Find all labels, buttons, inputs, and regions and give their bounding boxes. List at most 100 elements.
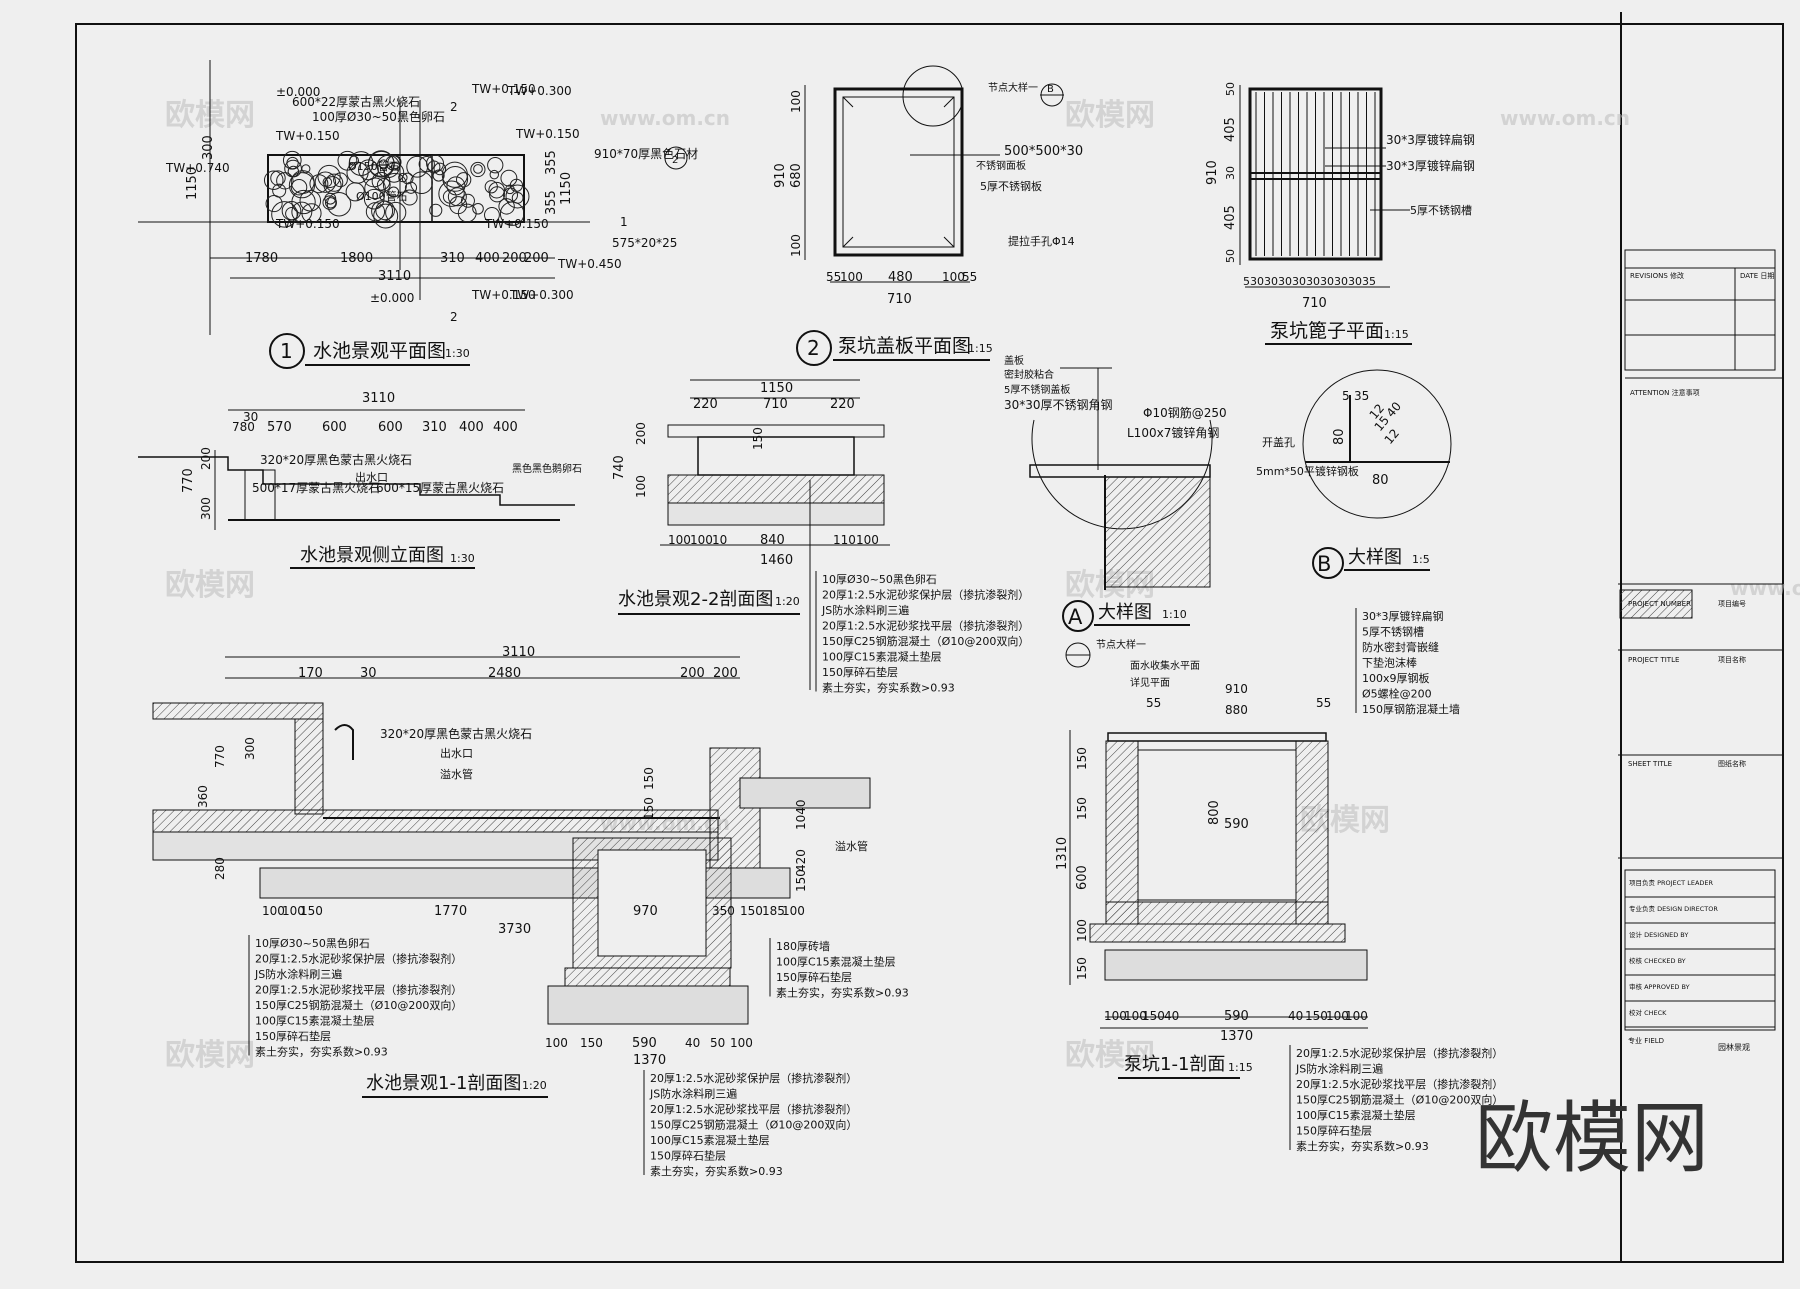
sec11-dim: 100 <box>782 904 805 918</box>
view-scale: 1:15 <box>1228 1061 1253 1074</box>
tb-label: 审核 APPROVED BY <box>1629 982 1690 991</box>
layer-label: 20厚1:2.5水泥砂浆保护层（掺抗渗裂剂） <box>650 1071 857 1085</box>
pebble <box>487 157 504 174</box>
pit-dim: 100 <box>1075 919 1089 942</box>
view-scale: 1:10 <box>1162 608 1187 621</box>
view-number: 2 <box>807 336 820 360</box>
layer-label: 150厚C25钢筋混凝土（Ø10@200双向） <box>650 1118 857 1132</box>
pebble <box>456 172 472 188</box>
pebble <box>382 172 407 197</box>
pit-dim: 150 <box>1305 1009 1328 1023</box>
sec11-label: 溢水管 <box>835 839 868 853</box>
cover-label: 不锈钢面板 <box>976 159 1026 172</box>
pebble <box>364 177 386 200</box>
cover-dim: 55 <box>962 270 977 284</box>
pit-dim: 590 <box>1224 817 1249 832</box>
sec11-label: 出水口 <box>440 746 473 760</box>
pebble <box>326 192 352 217</box>
sec11-dim: 100 <box>545 1036 568 1050</box>
sec22-dim: 100 <box>856 533 879 547</box>
pit-dim: 880 <box>1225 703 1248 717</box>
pebble <box>333 172 348 188</box>
pit-dim: 100 <box>1345 1009 1368 1023</box>
sec11-dim: 350 <box>712 904 735 918</box>
layer-label: Ø5螺栓@200 <box>1362 687 1432 701</box>
plan-dim: 355 <box>544 150 559 175</box>
plan-elev-label: TW+0.150 <box>471 82 536 96</box>
plan-dim: 200 <box>524 251 549 266</box>
brand-watermark: 欧模网 <box>1475 1094 1709 1184</box>
view-number-circle <box>1312 547 1344 579</box>
pebble <box>401 172 414 185</box>
view-title: 水池景观侧立面图 <box>300 545 444 566</box>
sec22-dim: 10 <box>712 533 727 547</box>
pit-dim: 590 <box>1224 1009 1249 1024</box>
cover-dim: 100 <box>789 90 803 113</box>
layer-label: 150厚碎石垫层 <box>255 1029 331 1043</box>
side-label: 500*17厚蒙古黑火烧石 <box>252 480 380 495</box>
detail-dim: 5 <box>1342 389 1350 403</box>
pebble <box>433 162 447 176</box>
pebble <box>388 186 400 198</box>
detail-a: 盖板 密封胶粘合 5厚不锈钢盖板 30*30厚不锈钢角钢 Φ10钢筋@250 L… <box>1004 354 1227 590</box>
sec11-dim: 280 <box>213 857 227 880</box>
layer-label: 防水密封膏嵌缝 <box>1362 640 1439 654</box>
layer-label: 下垫泡沫棒 <box>1362 656 1417 670</box>
sec22-dim: 100 <box>690 533 713 547</box>
pebble <box>371 200 394 223</box>
pebble <box>488 181 505 199</box>
plan-view: ±0.000 600*22厚蒙古黑火烧石 100厚Ø30~50黑色卵石 TW+0… <box>138 60 698 335</box>
side-label: 黑色黑色鹅卵石 <box>512 462 582 475</box>
view-scale: 1:30 <box>445 347 470 360</box>
tb-value: 项目编号 <box>1718 599 1746 608</box>
pit-dim: 40 <box>1164 1009 1179 1023</box>
tb-label: SHEET TITLE <box>1628 760 1672 768</box>
sec11-dim: 150 <box>300 904 323 918</box>
layer-label: 20厚1:2.5水泥砂浆保护层（掺抗渗裂剂） <box>1296 1046 1503 1060</box>
plan-label: 910*70厚黑色石材 <box>594 147 698 161</box>
sec11-dim-total: 3730 <box>498 922 531 937</box>
sec22-dim: 150 <box>751 427 765 450</box>
tb-label: 项目负责 PROJECT LEADER <box>1629 878 1714 887</box>
pebble <box>398 172 408 183</box>
pit-dim: 1310 <box>1055 837 1070 870</box>
pebble <box>348 151 374 176</box>
pebble <box>447 187 467 207</box>
plan-label: 575*20*25 <box>612 236 677 250</box>
section-2-2: 1150 220 710 220 100 100 10 840 110 100 … <box>612 379 1029 695</box>
cover-dim: 480 <box>888 270 913 285</box>
sec11-dim: 100 <box>282 904 305 918</box>
pump-pit-section: 910 880 55 55 590 800 150 600 150 1310 1… <box>1055 608 1503 1153</box>
sec22-dim: 710 <box>763 397 788 412</box>
pebble <box>442 166 469 192</box>
pebble <box>376 178 391 192</box>
plan-elev-label: TW+0.150 <box>484 217 549 231</box>
sec11-dim: 170 <box>298 666 323 681</box>
grate-dim: 5303030303030303035 <box>1243 275 1376 288</box>
side-dim: 780 <box>232 420 255 434</box>
pebble <box>473 164 483 174</box>
layer-label: 100厚C15素混凝土垫层 <box>255 1014 375 1028</box>
sec22-dim: 220 <box>830 397 855 412</box>
plan-elev-label: ±0.000 <box>370 291 414 305</box>
plan-elev-label: TW+0.150 <box>275 129 340 143</box>
view-scale: 1:20 <box>775 595 800 608</box>
pebble <box>288 172 316 199</box>
tb-value: 图纸名称 <box>1718 759 1746 768</box>
pebble <box>265 195 283 213</box>
pit-dim: 100 <box>1326 1009 1349 1023</box>
pit-dim: 150 <box>1075 797 1089 820</box>
watermark-url: www.om.cn <box>1500 106 1630 130</box>
plan-dim: 400 <box>475 251 500 266</box>
detail-dim: 80 <box>1332 428 1347 445</box>
side-dim-total: 3110 <box>362 391 395 406</box>
watermark-url: www.om.cn <box>600 106 730 130</box>
pebble <box>489 186 506 203</box>
cover-label: 500*500*30 <box>1004 144 1083 159</box>
side-dim: 300 <box>199 497 213 520</box>
sec11-dim: 100 <box>730 1036 753 1050</box>
tb-value: 项目名称 <box>1718 655 1746 664</box>
watermarks: 欧模网 欧模网 欧模网 欧模网 欧模网 欧模网 欧模网 www.om.cn ww… <box>165 98 1800 1073</box>
sec11-dim: 1040 <box>794 799 808 830</box>
detail-b: 5 35 12 40 15 12 80 80 开盖孔 5mm*50平镀锌钢板 <box>1256 369 1452 519</box>
